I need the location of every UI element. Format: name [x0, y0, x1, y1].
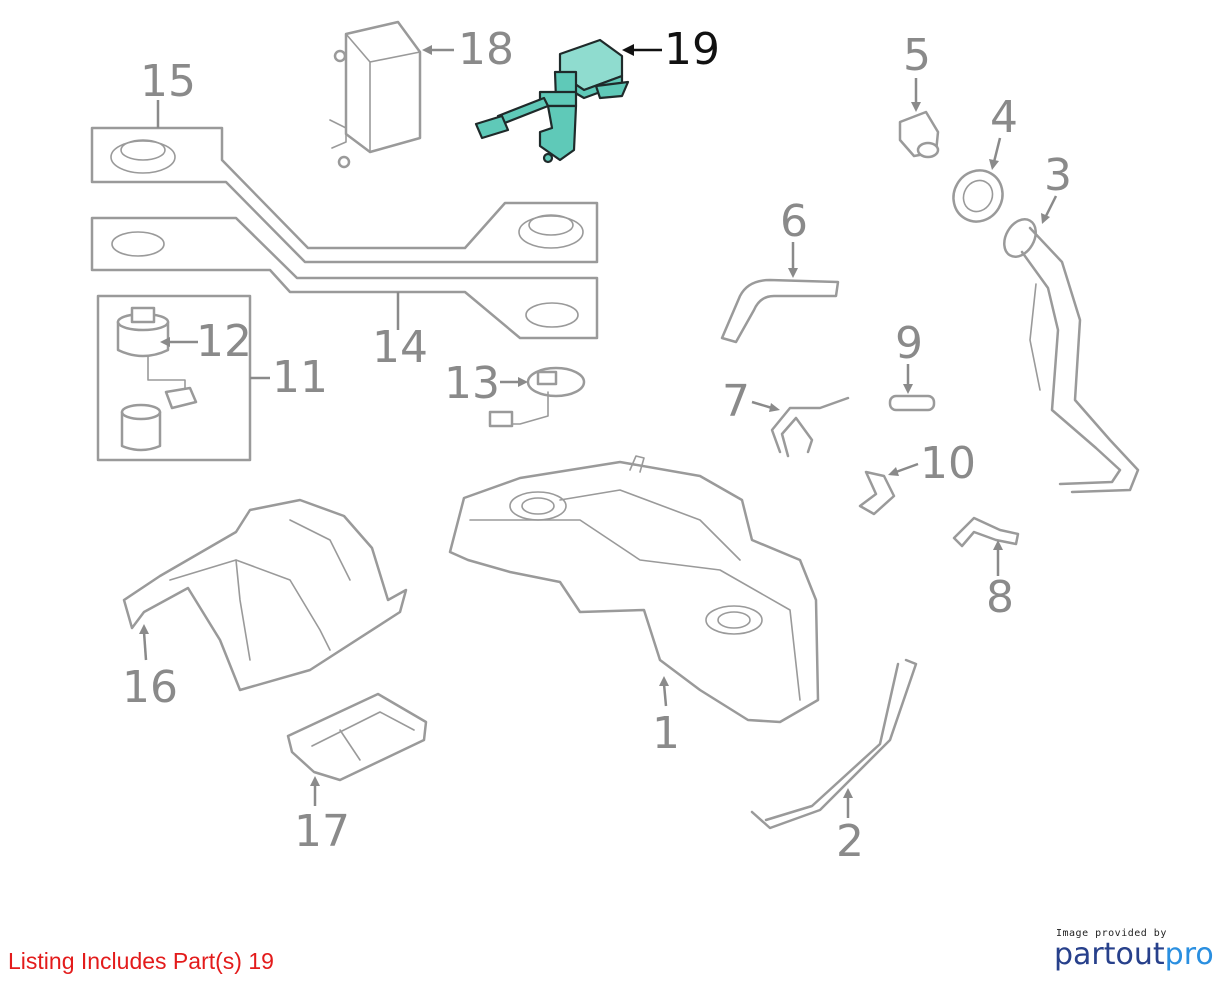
part-16-shield	[122, 498, 408, 692]
provider-logo: partoutpro	[1054, 939, 1214, 971]
provider-logo-part1: partout	[1054, 937, 1165, 972]
callout-6[interactable]: 6	[780, 196, 808, 247]
callout-5[interactable]: 5	[903, 30, 931, 81]
callout-leaders	[139, 44, 1058, 818]
part-8-elbow	[952, 516, 1020, 548]
part-1-fuel-tank	[448, 455, 820, 724]
part-11-pump-kit-box	[96, 294, 252, 462]
callout-17[interactable]: 17	[294, 806, 350, 857]
callout-9[interactable]: 9	[895, 318, 923, 369]
part-15-upper-plate	[90, 126, 599, 264]
part-5-cap	[898, 110, 940, 159]
callout-8[interactable]: 8	[986, 572, 1014, 623]
callout-1[interactable]: 1	[652, 708, 680, 759]
part-4-ring	[952, 169, 1004, 223]
provider-logo-part2: pro	[1164, 937, 1214, 972]
part-13-sender	[488, 366, 586, 428]
part-2-strap	[750, 658, 918, 830]
callout-4[interactable]: 4	[990, 92, 1018, 143]
callout-13[interactable]: 13	[444, 358, 500, 409]
callout-7[interactable]: 7	[722, 376, 750, 427]
callout-18[interactable]: 18	[458, 24, 514, 75]
part-3-filler-neck	[1003, 218, 1140, 494]
part-19-highlighted	[474, 38, 630, 164]
listing-includes-note: Listing Includes Part(s) 19	[8, 948, 274, 974]
callout-16[interactable]: 16	[122, 662, 178, 713]
part-18-module	[329, 20, 422, 169]
part-6-hose	[720, 278, 840, 344]
part-9-sleeve	[888, 394, 936, 412]
provider-caption: Image provided by	[1056, 928, 1167, 939]
part-7-tube	[770, 396, 850, 458]
callout-19[interactable]: 19	[664, 24, 720, 75]
callout-15[interactable]: 15	[140, 56, 196, 107]
callout-10[interactable]: 10	[920, 438, 976, 489]
image-provider-credit: Image provided by partoutpro	[1054, 928, 1214, 971]
callout-11[interactable]: 11	[272, 352, 328, 403]
callout-12[interactable]: 12	[196, 316, 252, 367]
part-10-elbow	[858, 470, 896, 516]
callout-2[interactable]: 2	[836, 816, 864, 867]
callout-14[interactable]: 14	[372, 322, 428, 373]
callout-numbers: 15 18 19 5 4 3 6 9 7 10 8 12 11 14 13 1 …	[122, 24, 1072, 867]
part-14-lower-plate	[90, 216, 599, 340]
callout-3[interactable]: 3	[1044, 150, 1072, 201]
part-17-plate	[286, 692, 428, 782]
